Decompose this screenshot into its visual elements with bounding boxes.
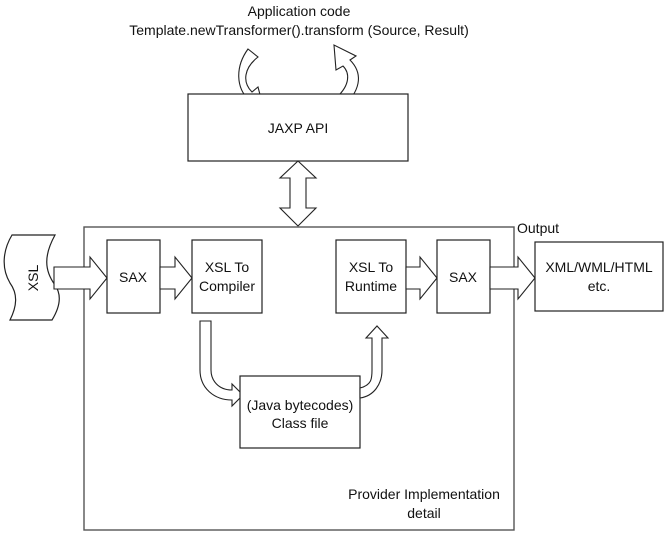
sax-to-compiler-arrow-icon bbox=[159, 255, 193, 301]
return-arrow-icon bbox=[333, 44, 359, 106]
sax-input-box bbox=[106, 239, 161, 314]
class-file-box bbox=[239, 375, 361, 449]
compiler-label-line1: XSL To bbox=[205, 259, 250, 275]
provider-label-line2: detail bbox=[407, 505, 440, 521]
xsl-to-sax-arrow-icon bbox=[53, 255, 108, 301]
jaxp-api-box bbox=[187, 93, 409, 162]
output-format-line2: etc. bbox=[588, 278, 611, 294]
xsl-label: XSL bbox=[25, 265, 41, 292]
bidirectional-arrow-icon bbox=[278, 160, 318, 227]
xsl-runtime-box bbox=[335, 239, 407, 314]
runtime-label-line1: XSL To bbox=[349, 259, 394, 275]
application-code-label: Application code bbox=[248, 3, 351, 19]
sax-input-label: SAX bbox=[119, 269, 148, 285]
output-label: Output bbox=[517, 220, 559, 236]
sax-output-box bbox=[436, 239, 491, 314]
output-format-box bbox=[534, 241, 664, 312]
load-arrow-icon bbox=[359, 325, 390, 399]
compile-arrow-icon bbox=[199, 320, 244, 408]
sax-output-label: SAX bbox=[449, 269, 478, 285]
output-format-line1: XML/WML/HTML bbox=[545, 259, 653, 275]
class-file-label-line1: (Java bytecodes) bbox=[247, 397, 354, 413]
class-file-label-line2: Class file bbox=[272, 415, 329, 431]
xsl-document-shape bbox=[3, 234, 60, 321]
jaxp-api-label: JAXP API bbox=[268, 120, 328, 136]
runtime-to-sax-arrow-icon bbox=[405, 255, 438, 301]
xsl-compiler-box bbox=[191, 239, 263, 314]
transform-call-label: Template.newTransformer().transform (Sou… bbox=[129, 22, 468, 38]
provider-label-line1: Provider Implementation bbox=[348, 486, 500, 502]
sax-to-output-arrow-icon bbox=[489, 255, 536, 301]
runtime-label-line2: Runtime bbox=[345, 278, 397, 294]
compiler-label-line2: Compiler bbox=[199, 278, 255, 294]
